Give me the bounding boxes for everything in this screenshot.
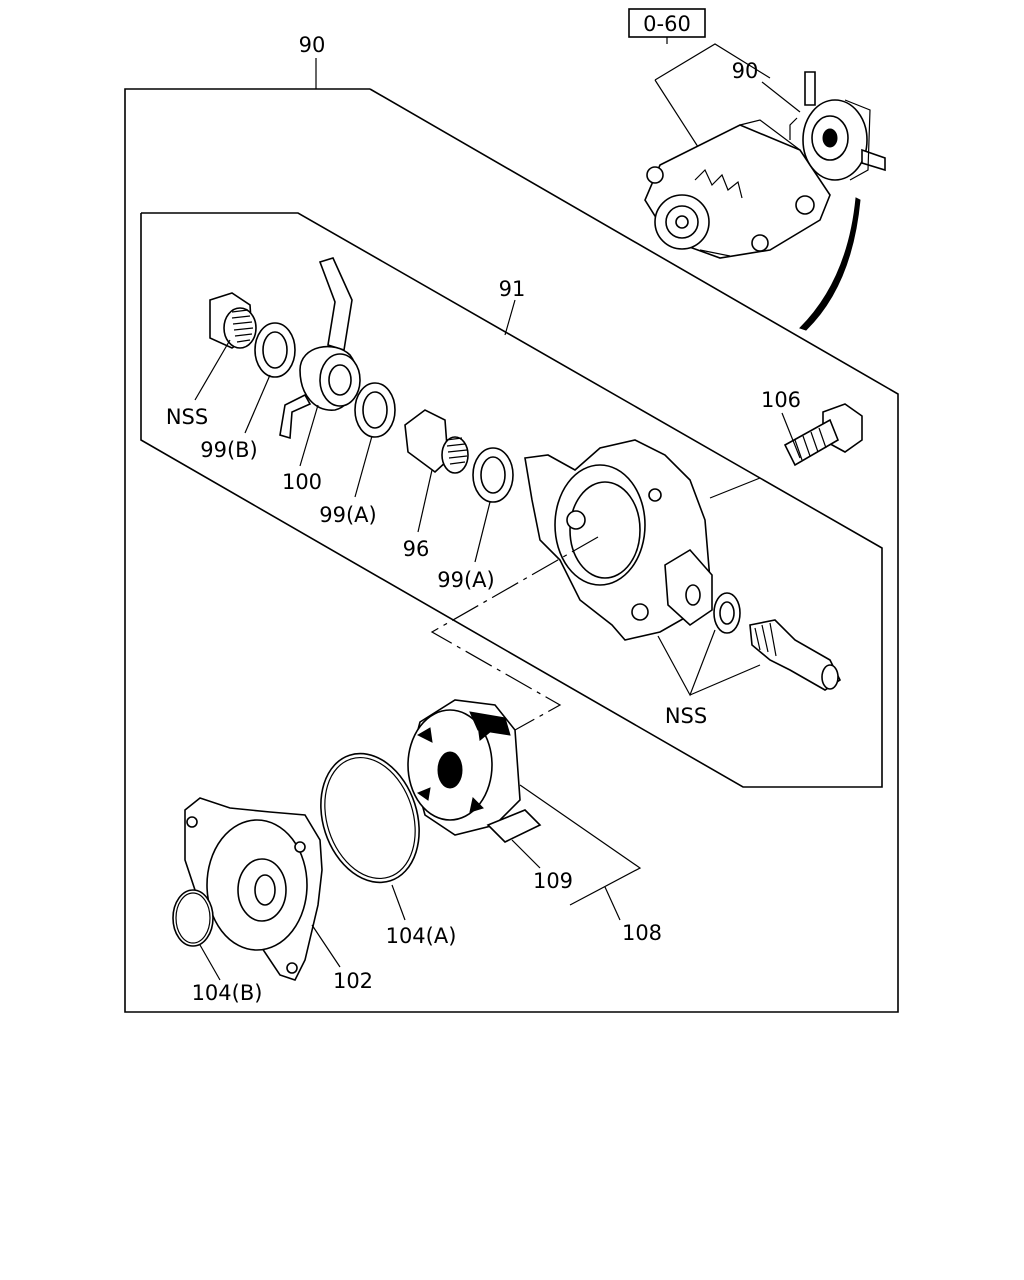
label-91: 91 — [499, 277, 526, 301]
leader-106-housing — [709, 477, 761, 499]
o-ring-104b — [172, 889, 214, 947]
reference-box: 0-60 — [628, 8, 706, 38]
vane-109 — [486, 809, 542, 843]
union-bolt-96 — [404, 409, 469, 474]
washer-99a-2 — [472, 447, 514, 503]
leader-99a-1 — [354, 435, 373, 498]
direction-arrow-arc — [799, 197, 861, 331]
leader-100 — [299, 404, 319, 467]
o-ring-104a — [320, 752, 420, 884]
label-102: 102 — [333, 969, 373, 993]
cover-102 — [184, 797, 323, 981]
leader-104b — [199, 944, 221, 981]
label-90-inset: 90 — [732, 59, 759, 83]
label-100: 100 — [282, 470, 322, 494]
label-108: 108 — [622, 921, 662, 945]
label-106: 106 — [761, 388, 801, 412]
banjo-pipe-100 — [279, 257, 361, 440]
label-99a-2: 99(A) — [437, 568, 494, 592]
reference-box-label: 0-60 — [643, 12, 691, 36]
label-99b: 99(B) — [200, 438, 258, 462]
leader-ref-bracket — [654, 43, 771, 81]
leader-108-2 — [604, 886, 621, 921]
leader-nss-right — [657, 629, 716, 697]
leader-91 — [504, 299, 516, 336]
label-104b: 104(B) — [192, 981, 263, 1005]
label-96: 96 — [403, 537, 430, 561]
leader-99b — [244, 374, 271, 434]
hose-nipple-nss — [749, 619, 842, 691]
washer-99b — [254, 322, 296, 378]
label-99a-1: 99(A) — [319, 503, 376, 527]
leader-104a — [391, 884, 406, 921]
label-nss-left: NSS — [166, 405, 208, 429]
rotor-108 — [407, 699, 521, 836]
alternator-inset — [644, 119, 831, 259]
leader-90-inset — [761, 81, 801, 113]
leader-nss-right-2 — [689, 664, 761, 696]
label-109: 109 — [533, 869, 573, 893]
washer-nss-right — [713, 592, 741, 634]
label-nss-right: NSS — [665, 704, 707, 728]
leader-99a-2 — [474, 501, 491, 563]
label-90: 90 — [299, 33, 326, 57]
washer-99a-1 — [354, 382, 396, 438]
vacuum-pump-inset — [789, 71, 886, 181]
plug-bolt-nss — [209, 292, 257, 349]
leader-102 — [311, 924, 341, 968]
assembly-90-boundary — [124, 88, 899, 1013]
center-line — [430, 536, 599, 731]
label-104a: 104(A) — [386, 924, 457, 948]
leader-106 — [781, 412, 801, 459]
leader-nss-left — [194, 339, 231, 401]
leader-96 — [417, 469, 433, 533]
leader-108 — [519, 784, 642, 906]
assembly-91-boundary — [140, 212, 883, 788]
leader-ref-to-pump — [654, 79, 701, 151]
leader-109 — [511, 839, 541, 869]
bolt-106 — [783, 403, 863, 467]
pump-housing — [524, 439, 713, 641]
